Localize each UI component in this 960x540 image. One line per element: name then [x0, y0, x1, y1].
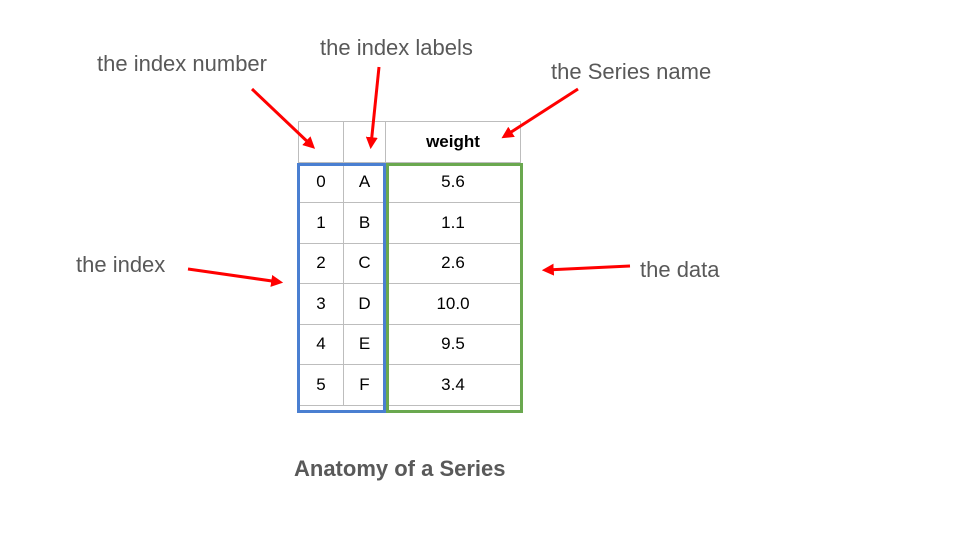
index-label-cell: E	[343, 323, 386, 365]
data-value-cell: 10.0	[385, 283, 521, 325]
index-label-cell: D	[343, 283, 386, 325]
header-index-label-cell	[343, 121, 386, 163]
data-value-cell: 9.5	[385, 323, 521, 365]
index-label-cell: F	[343, 364, 386, 406]
table-row: 3 D 10.0	[298, 283, 521, 325]
index-number-cell: 0	[298, 161, 344, 203]
data-value-cell: 3.4	[385, 364, 521, 406]
data-value-cell: 5.6	[385, 161, 521, 203]
index-number-cell: 2	[298, 242, 344, 284]
index-label-cell: C	[343, 242, 386, 284]
label-index-number: the index number	[97, 51, 267, 76]
diagram-caption: Anatomy of a Series	[294, 456, 506, 481]
series-table: weight 0 A 5.6 1 B 1.1 2 C 2.6 3 D 10.0 …	[298, 121, 521, 406]
header-index-number-cell	[298, 121, 344, 163]
data-value-cell: 2.6	[385, 242, 521, 284]
arrow-index	[187, 267, 284, 287]
table-row: 2 C 2.6	[298, 242, 521, 284]
table-row: 5 F 3.4	[298, 364, 521, 406]
table-row: 1 B 1.1	[298, 202, 521, 244]
index-label-cell: B	[343, 202, 386, 244]
index-number-cell: 1	[298, 202, 344, 244]
index-number-cell: 4	[298, 323, 344, 365]
label-series-name: the Series name	[551, 59, 712, 84]
label-index-labels: the index labels	[320, 35, 473, 60]
table-header-row: weight	[298, 121, 521, 163]
table-row: 0 A 5.6	[298, 161, 521, 203]
label-data: the data	[640, 257, 720, 282]
index-number-cell: 5	[298, 364, 344, 406]
arrow-data	[541, 263, 631, 276]
table-row: 4 E 9.5	[298, 323, 521, 365]
index-number-cell: 3	[298, 283, 344, 325]
index-label-cell: A	[343, 161, 386, 203]
label-index: the index	[76, 252, 166, 277]
data-value-cell: 1.1	[385, 202, 521, 244]
series-name-cell: weight	[385, 121, 521, 163]
